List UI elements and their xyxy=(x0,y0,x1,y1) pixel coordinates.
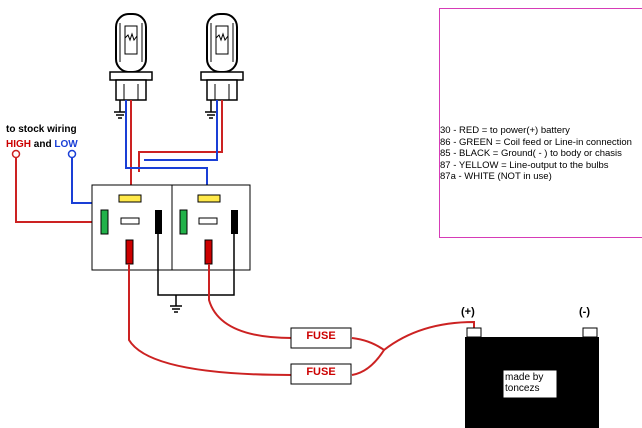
relay-ground-wires xyxy=(157,234,235,313)
battery-icon xyxy=(465,327,599,428)
fuse-1-icon xyxy=(290,327,352,349)
fuse-2-label: FUSE xyxy=(306,366,336,378)
low-label: LOW xyxy=(54,139,78,150)
battery-negative-label: (-) xyxy=(579,306,590,318)
wire-blue-bulb-right xyxy=(144,100,218,161)
legend-line: 87a - WHITE (NOT in use) xyxy=(440,171,552,183)
high-label: HIGH xyxy=(6,139,31,150)
wire-relay1-to-fuse2 xyxy=(128,264,293,376)
relay-left-icon xyxy=(91,184,173,271)
battery-positive-label: (+) xyxy=(461,306,475,318)
battery-credit-label: made by toncezs xyxy=(505,372,544,394)
legend-line: 86 - GREEN = Coil feed or Line-in connec… xyxy=(440,136,632,148)
wire-relay2-to-fuse1 xyxy=(208,264,293,339)
legend-line: 85 - BLACK = Ground( - ) to body or chas… xyxy=(440,148,622,160)
fuse-2-icon xyxy=(290,363,352,385)
legend-text: 30 - RED = to power(+) battery 86 - GREE… xyxy=(440,125,640,183)
low-connector-icon xyxy=(67,149,77,159)
legend-box xyxy=(439,8,642,238)
bulb-ground-left-icon xyxy=(114,100,126,119)
stock-wiring-label: to stock wiring xyxy=(6,124,77,135)
relay-right-icon xyxy=(171,184,251,271)
wire-red-stock-high xyxy=(15,158,104,223)
high-low-label: HIGH and LOW xyxy=(6,139,78,150)
legend-line: 87 - YELLOW = Line-output to the bulbs xyxy=(440,159,609,171)
wire-red-bulb-right xyxy=(138,100,223,172)
wire-blue-bulb-left xyxy=(125,100,208,200)
wire-fuse1-to-battery xyxy=(351,320,475,352)
hid-bulb-left-icon xyxy=(109,13,153,101)
and-label: and xyxy=(33,139,52,150)
high-connector-icon xyxy=(11,149,21,159)
wire-fuse2-to-battery xyxy=(351,349,385,376)
bulb-ground-right-icon xyxy=(205,100,217,119)
legend-line: 30 - RED = to power(+) battery xyxy=(440,125,570,136)
fuse-1-label: FUSE xyxy=(306,330,336,342)
hid-bulb-right-icon xyxy=(200,13,244,101)
